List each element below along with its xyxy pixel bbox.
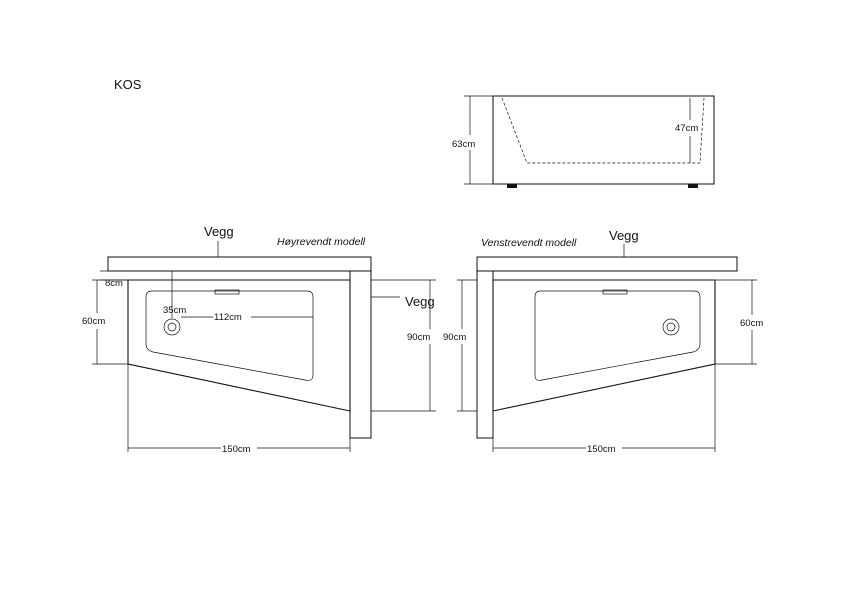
right-model: Vegg Høyrevendt modell Vegg 8cm 60cm 35c… bbox=[82, 224, 436, 455]
right-wall-top-label: Vegg bbox=[204, 224, 234, 239]
right-wall-top bbox=[107, 256, 372, 272]
side-view-outline bbox=[492, 95, 715, 185]
right-tub-outline bbox=[127, 279, 351, 412]
left-model: Vegg Venstrevendt modell 90cm 60cm 150cm bbox=[443, 228, 763, 455]
left-drain-icon bbox=[662, 318, 680, 336]
side-height-label: 63cm bbox=[452, 139, 475, 150]
right-overflow bbox=[214, 289, 240, 295]
right-dim-150: 150cm bbox=[222, 444, 251, 455]
right-dim-90: 90cm bbox=[407, 332, 430, 343]
right-dim-112: 112cm bbox=[214, 312, 242, 323]
page-title: KOS bbox=[114, 77, 142, 92]
left-tub-outline bbox=[492, 279, 716, 412]
right-drain-icon bbox=[163, 318, 181, 336]
right-dim-35: 35cm bbox=[163, 305, 186, 316]
side-view-inner-basin bbox=[501, 97, 705, 164]
left-overflow bbox=[602, 289, 628, 295]
right-wall-side bbox=[349, 270, 372, 439]
left-wall-top bbox=[476, 256, 738, 272]
left-model-name: Venstrevendt modell bbox=[481, 237, 577, 249]
right-tub-basin bbox=[145, 290, 314, 381]
side-view-foot-right bbox=[688, 184, 698, 188]
left-dim-90: 90cm bbox=[443, 332, 466, 343]
right-dim-60: 60cm bbox=[82, 316, 105, 327]
left-dim-60: 60cm bbox=[740, 318, 763, 329]
side-inner-height-label: 47cm bbox=[675, 123, 698, 134]
right-dim-8: 8cm bbox=[105, 278, 123, 289]
left-tub-basin bbox=[534, 290, 701, 381]
left-wall-top-label: Vegg bbox=[609, 228, 639, 243]
left-wall-side bbox=[476, 270, 494, 439]
right-wall-side-label: Vegg bbox=[405, 294, 435, 309]
side-elevation: 63cm 47cm bbox=[452, 95, 715, 188]
right-model-name: Høyrevendt modell bbox=[277, 236, 366, 248]
side-view-foot-left bbox=[507, 184, 517, 188]
left-dim-150: 150cm bbox=[587, 444, 616, 455]
